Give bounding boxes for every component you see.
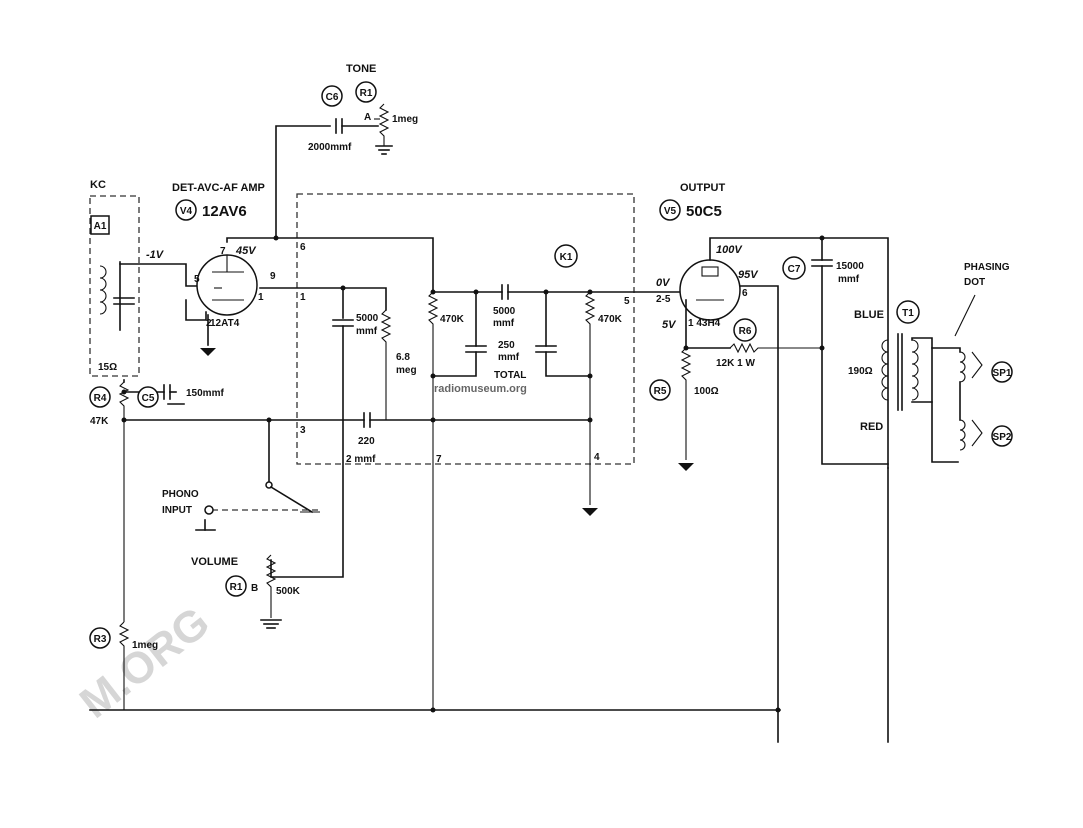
input-label: INPUT bbox=[162, 505, 192, 516]
blue-lead: BLUE bbox=[854, 309, 884, 321]
pin-label: 5 bbox=[194, 274, 200, 285]
v4-grid-voltage: -1V bbox=[146, 249, 165, 261]
v5-pins: 2-5 bbox=[656, 294, 671, 305]
ref-v5: V5 bbox=[664, 206, 677, 217]
ref-c7: C7 bbox=[788, 264, 801, 275]
ref-r3: R3 bbox=[94, 634, 107, 645]
r470b-value: 470K bbox=[598, 314, 623, 325]
r5-value: 100Ω bbox=[694, 386, 719, 397]
c-5000b-value: 5000 bbox=[493, 306, 516, 317]
volume-pot-value: 500K bbox=[276, 586, 301, 597]
det-stage-label: DET-AVC-AF AMP bbox=[172, 182, 265, 194]
volume-tap: B bbox=[251, 583, 258, 594]
c250-total: TOTAL bbox=[494, 370, 526, 381]
c7-unit: mmf bbox=[838, 274, 860, 285]
pin-label: 9 bbox=[270, 271, 276, 282]
k1-module-outline bbox=[296, 193, 635, 465]
phono-label: PHONO bbox=[162, 489, 199, 500]
v5-cathode-voltage: 5V bbox=[662, 319, 677, 331]
c250-value: 250 bbox=[498, 340, 515, 351]
ref-sp2: SP2 bbox=[993, 432, 1012, 443]
ref-c6: C6 bbox=[326, 92, 339, 103]
r6-value: 12K 1 W bbox=[716, 358, 755, 369]
pin-label: 7 bbox=[220, 246, 226, 257]
c6-value: 2000mmf bbox=[308, 142, 352, 153]
v5-plate-voltage: 100V bbox=[716, 244, 743, 256]
output-stage-label: OUTPUT bbox=[680, 182, 726, 194]
phasing-label: PHASING bbox=[964, 262, 1010, 273]
ref-r6: R6 bbox=[739, 326, 752, 337]
watermark: M.ORG bbox=[71, 597, 219, 727]
v5-tube-type: 50C5 bbox=[686, 203, 722, 220]
v4-plate-voltage: 45V bbox=[235, 245, 257, 257]
pin-label: 2 bbox=[206, 318, 212, 329]
tone-tap: A bbox=[364, 112, 371, 123]
coil-resistance: 15Ω bbox=[98, 362, 117, 373]
r470a-value: 470K bbox=[440, 314, 465, 325]
c220-unit: 2 mmf bbox=[346, 454, 376, 465]
pin-label: 7 bbox=[436, 454, 442, 465]
ref-k1: K1 bbox=[560, 252, 573, 263]
ref-r1b: R1 bbox=[230, 582, 243, 593]
v4-tube-type: 12AV6 bbox=[202, 203, 247, 220]
dot-label: DOT bbox=[964, 277, 985, 288]
volume-label: VOLUME bbox=[191, 556, 238, 568]
pin-label: 4 bbox=[594, 452, 600, 463]
ref-r4: R4 bbox=[94, 393, 107, 404]
v5-tube bbox=[679, 259, 741, 321]
r4-value: 47K bbox=[90, 416, 109, 427]
ref-v4: V4 bbox=[180, 206, 193, 217]
v4-plate-wire bbox=[226, 237, 434, 293]
c250-unit: mmf bbox=[498, 352, 520, 363]
pin-label: 6 bbox=[300, 242, 306, 253]
pin-label: 6 bbox=[742, 288, 748, 299]
kc-label: KC bbox=[90, 179, 106, 191]
r3-value: 1meg bbox=[132, 640, 158, 651]
tone-label: TONE bbox=[346, 63, 376, 75]
ref-a1: A1 bbox=[94, 221, 107, 232]
r68-value: 6.8 bbox=[396, 352, 410, 363]
ref-c5: C5 bbox=[142, 393, 155, 404]
pin-label: 1 bbox=[258, 292, 264, 303]
ref-r1: R1 bbox=[360, 88, 373, 99]
t1-primary: 190Ω bbox=[848, 366, 873, 377]
ref-t1: T1 bbox=[902, 308, 914, 319]
ref-r5: R5 bbox=[654, 386, 667, 397]
tone-pot bbox=[378, 103, 390, 146]
r68-unit: meg bbox=[396, 365, 417, 376]
c220-value: 220 bbox=[358, 436, 375, 447]
pin-label: 3 bbox=[300, 425, 306, 436]
v5-heater: 1 43H4 bbox=[688, 318, 721, 329]
source-watermark-text: radiomuseum.org bbox=[434, 383, 527, 395]
c5-value: 150mmf bbox=[186, 388, 224, 399]
v4-heater: 12AT4 bbox=[210, 318, 240, 329]
v5-grid-voltage: 0V bbox=[656, 277, 671, 289]
tone-wire bbox=[275, 125, 331, 239]
c7-value: 15000 bbox=[836, 261, 864, 272]
c-5000a-unit: mmf bbox=[356, 326, 378, 337]
pin-label: 1 bbox=[300, 292, 306, 303]
ref-sp1: SP1 bbox=[993, 368, 1012, 379]
pin-label: 5 bbox=[624, 296, 630, 307]
c-5000a-value: 5000 bbox=[356, 313, 379, 324]
tone-pot-value: 1meg bbox=[392, 114, 418, 125]
v5-screen-voltage: 95V bbox=[738, 269, 759, 281]
c-5000b-unit: mmf bbox=[493, 318, 515, 329]
red-lead: RED bbox=[860, 421, 883, 433]
